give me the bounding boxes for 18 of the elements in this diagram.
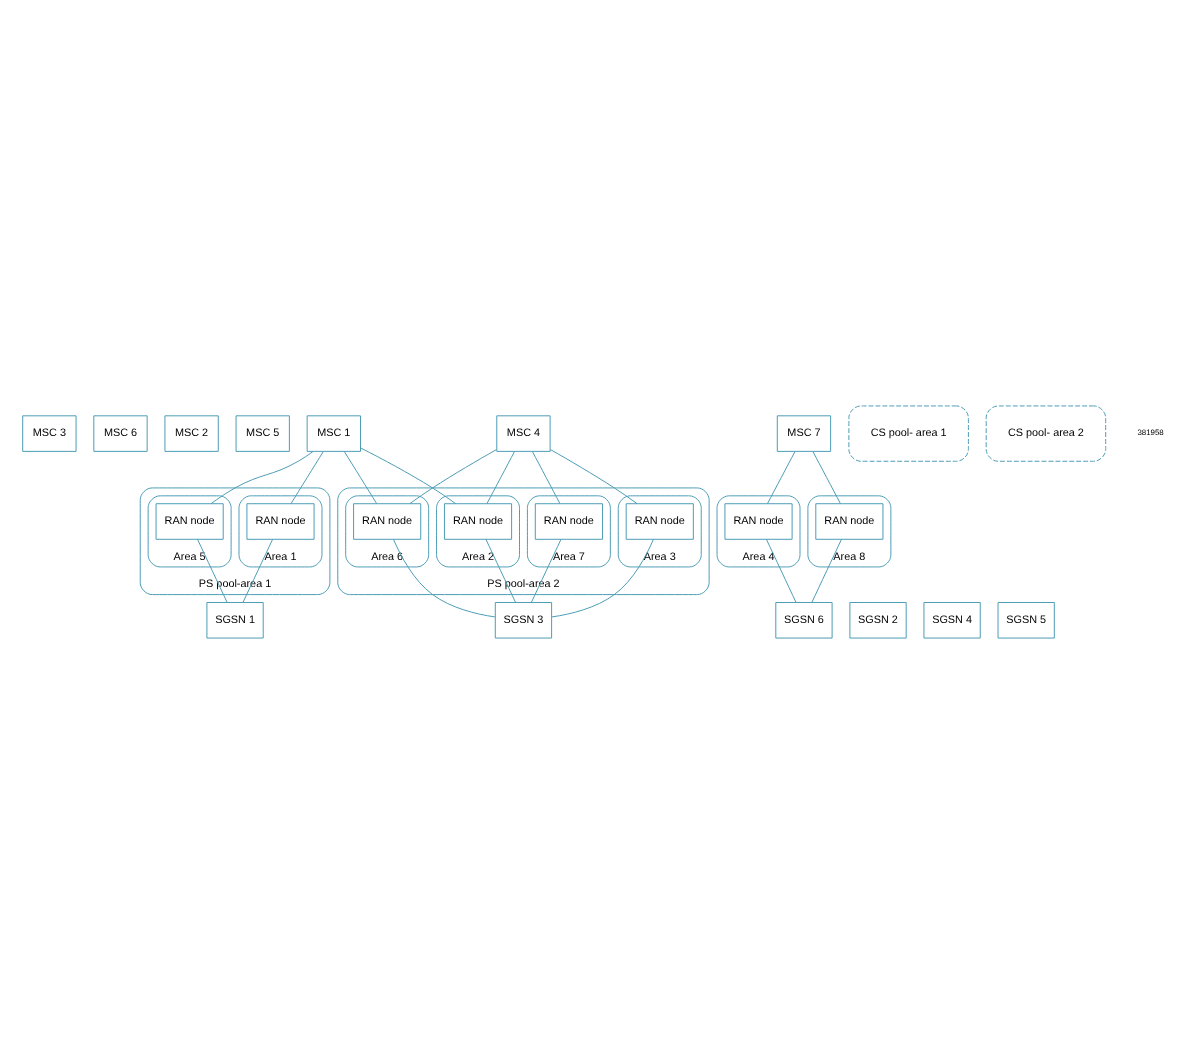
connector xyxy=(197,538,228,603)
connector xyxy=(765,538,797,603)
connector xyxy=(767,451,796,505)
connector xyxy=(485,538,516,603)
connector xyxy=(551,538,654,618)
connector xyxy=(242,538,274,603)
connector xyxy=(360,447,457,505)
connector xyxy=(812,451,841,505)
connector xyxy=(290,451,324,505)
connector xyxy=(393,538,496,618)
connector xyxy=(811,538,842,603)
connector xyxy=(343,451,378,505)
connector xyxy=(210,451,314,505)
connector xyxy=(550,449,638,504)
connector xyxy=(409,449,497,504)
connector xyxy=(530,538,562,603)
connector xyxy=(531,451,561,505)
connector xyxy=(486,451,515,505)
